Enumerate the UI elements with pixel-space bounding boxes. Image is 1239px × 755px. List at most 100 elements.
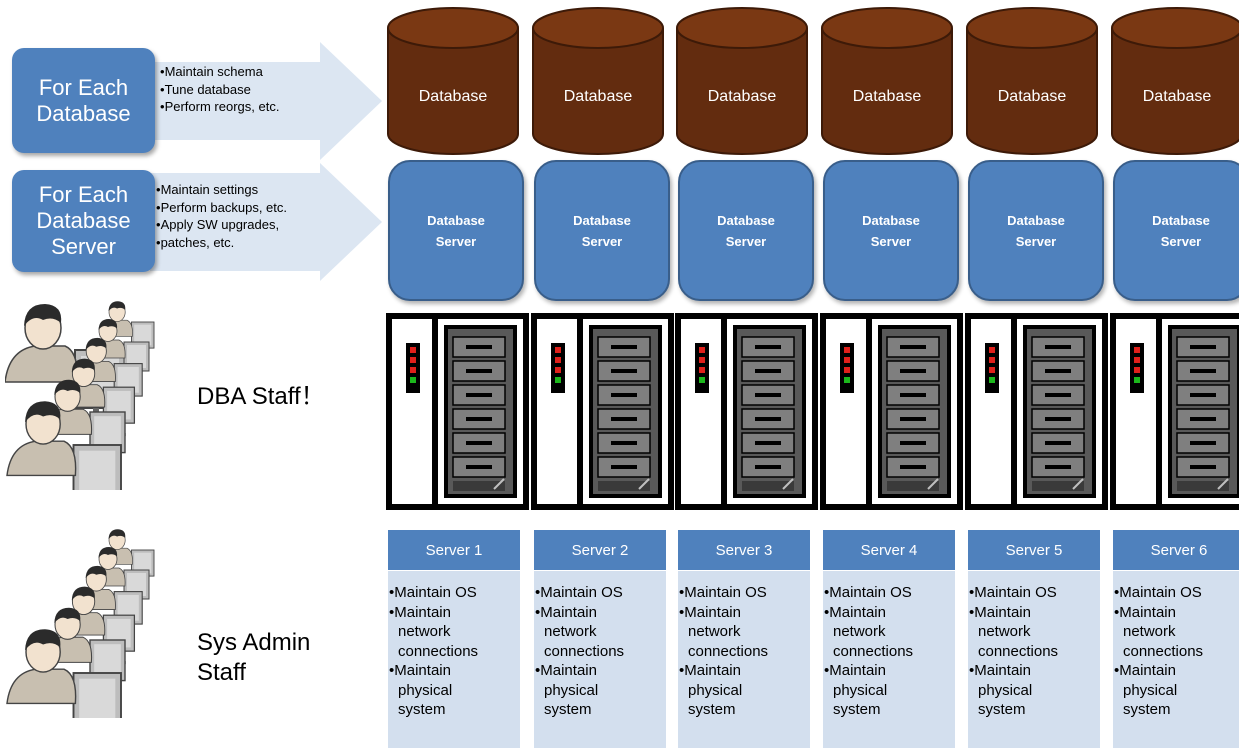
- database-icon: [387, 7, 519, 155]
- task-line: Maintain: [969, 603, 1100, 623]
- task-line: connections: [978, 642, 1059, 660]
- database-icon: [532, 7, 664, 155]
- task-line: Maintain: [1114, 603, 1239, 623]
- task-line: physical: [1123, 681, 1178, 699]
- task-line: Maintain: [679, 603, 810, 623]
- list-item: Maintain settings: [156, 181, 287, 199]
- task-line: Maintain OS: [679, 583, 810, 603]
- task-line: system: [688, 701, 736, 718]
- database-server-label: Database: [573, 212, 631, 228]
- task-line: Maintain: [535, 603, 666, 623]
- server-name: Server 6: [1150, 541, 1208, 559]
- database-server-label: Server: [725, 233, 767, 249]
- database-cylinder: Database: [965, 6, 1099, 156]
- task-line: Maintain OS: [969, 583, 1100, 603]
- task-line: network: [398, 623, 451, 640]
- panel-title-line: Database: [36, 208, 131, 233]
- database-icon: [676, 7, 808, 155]
- task-line: Maintain OS: [389, 583, 520, 603]
- task-line: Maintain: [824, 661, 955, 681]
- list-item: Perform reorgs, etc.: [160, 98, 280, 116]
- database-server-label: Server: [1160, 233, 1202, 249]
- task-line: network: [544, 623, 597, 640]
- task-line: Maintain: [535, 661, 666, 681]
- task-line: system: [978, 701, 1026, 718]
- for-each-database-box: For Each Database: [12, 48, 155, 153]
- task-line: physical: [978, 681, 1033, 699]
- list-item: Perform backups, etc.: [156, 199, 287, 217]
- database-label: Database: [418, 88, 488, 105]
- server-header: Server 6: [1113, 530, 1239, 570]
- task-line: Maintain OS: [824, 583, 955, 603]
- database-server-box: Database Server: [1113, 160, 1239, 301]
- database-label: Database: [707, 88, 777, 105]
- server-tasks: Maintain OS Maintain network connections…: [823, 571, 955, 748]
- server-name: Server 4: [860, 541, 918, 559]
- panel-title-line: Database: [36, 100, 131, 126]
- database-label: Database: [563, 88, 633, 105]
- database-server-label: Server: [581, 233, 623, 249]
- database-server-label: Database: [717, 212, 775, 228]
- database-server-label: Server: [1015, 233, 1057, 249]
- server-header: Server 3: [678, 530, 810, 570]
- list-item: Maintain schema: [160, 63, 279, 81]
- database-tasks-list: Maintain schema Tune database Perform re…: [160, 63, 280, 116]
- task-line: Maintain: [1114, 661, 1239, 681]
- task-line: connections: [688, 642, 769, 660]
- server-header: Server 2: [534, 530, 666, 570]
- task-line: connections: [1123, 642, 1204, 660]
- task-line: system: [398, 701, 446, 718]
- list-item: patches, etc.: [156, 234, 287, 252]
- server-name: Server 5: [1005, 541, 1063, 559]
- task-line: Maintain: [679, 661, 810, 681]
- server-tasks: Maintain OS Maintain network connections…: [678, 571, 810, 748]
- panel-title-line: Server: [51, 234, 116, 259]
- server-tasks: Maintain OS Maintain network connections…: [534, 571, 666, 748]
- server-name: Server 2: [571, 541, 629, 559]
- database-icon: [1111, 7, 1239, 155]
- task-line: connections: [544, 642, 625, 660]
- database-cylinder: Database: [820, 6, 954, 156]
- panel-title-line: For Each: [38, 74, 129, 100]
- server-rack-icon: [386, 313, 529, 510]
- server-rack-icon: [531, 313, 674, 510]
- server-tasks: Maintain OS Maintain network connections…: [968, 571, 1100, 748]
- database-cylinder: Database: [1110, 6, 1239, 156]
- for-each-database-server-box: For Each Database Server: [12, 170, 155, 272]
- database-server-tasks-list: Maintain settings Perform backups, etc. …: [156, 181, 287, 251]
- task-line: physical: [398, 681, 453, 699]
- label-line: Staff: [197, 659, 246, 686]
- database-label: Database: [852, 88, 922, 105]
- database-icon: [821, 7, 953, 155]
- database-label: Database: [1142, 88, 1212, 105]
- task-line: physical: [688, 681, 743, 699]
- database-server-box: Database Server: [534, 160, 670, 301]
- task-line: system: [833, 701, 881, 718]
- task-line: system: [544, 701, 592, 718]
- server-rack-icon: [675, 313, 818, 510]
- database-server-box: Database Server: [678, 160, 814, 301]
- server-header: Server 1: [388, 530, 520, 570]
- task-line: connections: [398, 642, 479, 660]
- task-line: connections: [833, 642, 914, 660]
- task-line: network: [1123, 623, 1176, 640]
- dba-staff-label: DBA Staff！: [197, 383, 325, 410]
- list-item: Apply SW upgrades,: [156, 216, 287, 234]
- sys-admin-staff-icon: [6, 528, 155, 718]
- database-server-label: Database: [1007, 212, 1065, 228]
- task-line: network: [688, 623, 741, 640]
- database-icon: [966, 7, 1098, 155]
- label-line: Sys Admin: [197, 629, 311, 656]
- task-line: network: [833, 623, 886, 640]
- task-line: Maintain: [389, 603, 520, 623]
- server-header: Server 4: [823, 530, 955, 570]
- server-rack-icon: [1110, 313, 1239, 510]
- server-tasks: Maintain OS Maintain network connections…: [1113, 571, 1239, 748]
- server-rack-icon: [965, 313, 1108, 510]
- task-line: system: [1123, 701, 1171, 718]
- task-line: Maintain OS: [535, 583, 666, 603]
- database-cylinder: Database: [531, 6, 665, 156]
- task-line: Maintain: [969, 661, 1100, 681]
- database-server-label: Database: [427, 212, 485, 228]
- panel-title-line: For Each: [38, 182, 129, 207]
